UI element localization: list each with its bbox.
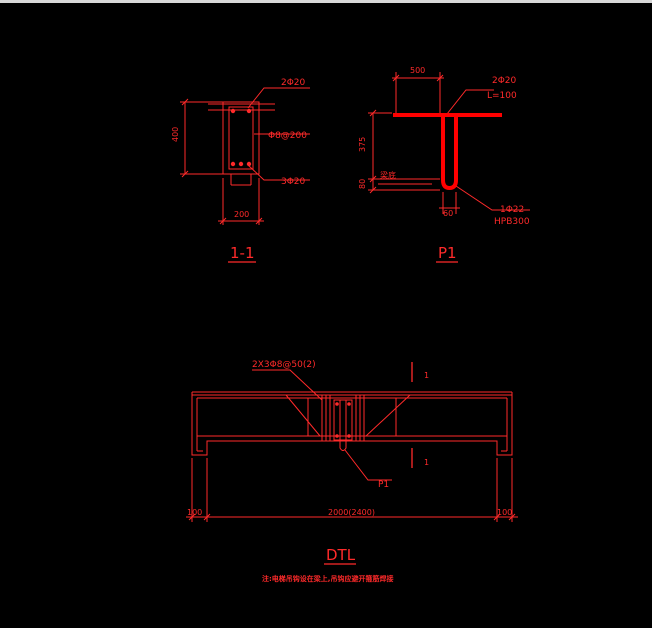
p1-loop-dim: 60 [443, 209, 453, 218]
elevation-title: DTL [326, 546, 356, 564]
section-1-1 [180, 87, 310, 263]
p1-callout-leader [344, 449, 392, 481]
section-top-bar-label: 2Φ20 [281, 78, 306, 88]
detail-p1-lines [368, 72, 530, 263]
p1-u-hook [441, 116, 458, 191]
stirrup-callout: 2X3Φ8@50(2) [252, 360, 316, 370]
p1-height-dim: 375 [358, 137, 367, 152]
top-bar-leader [247, 87, 310, 109]
right-dim: 100 [497, 508, 512, 517]
bottom-bar-leader [247, 164, 310, 181]
p1-bar-leader [446, 89, 494, 115]
left-dim: 100 [187, 508, 202, 517]
section-bottom-bar-label: 3Φ20 [281, 177, 306, 187]
p1-bar-length: L=100 [487, 91, 517, 101]
p1-width-dim: 500 [410, 66, 425, 75]
rebar-dot [246, 161, 252, 167]
p1-hook-grade-label: HPB300 [494, 217, 530, 227]
beam-elevation-outline [191, 392, 513, 456]
rebar-dot [230, 108, 236, 114]
p1-hook-bar-label: 1Φ22 [500, 205, 524, 215]
section-title: 1-1 [230, 244, 255, 262]
rebar-dot [238, 161, 244, 167]
beam-section-outline [222, 101, 260, 175]
elevation-dtl-lines [186, 362, 518, 565]
section-stirrup-label: Φ8@200 [268, 131, 307, 141]
p1-bottom-dim: 80 [358, 179, 367, 189]
p1-bar-spec: 2Φ20 [492, 76, 517, 86]
section-height-dim: 400 [171, 127, 180, 142]
span-dim: 2000(2400) [328, 508, 375, 517]
elevation-note: 注:电梯吊钩设在梁上,吊钩应避开箍筋焊接 [262, 574, 393, 583]
p1-title: P1 [438, 244, 457, 262]
section-width-dim: 200 [234, 210, 249, 219]
stirrup-outline [228, 106, 254, 170]
p1-callout: P1 [378, 480, 389, 490]
section-mark-top: 1 [424, 371, 429, 380]
viewport-top-edge [0, 0, 652, 3]
p1-hook-leader [455, 185, 530, 211]
elevation-rebars [335, 402, 351, 438]
stirrup-callout-leader [252, 369, 323, 401]
section-rebars [230, 108, 252, 167]
rebar-dot [230, 161, 236, 167]
p1-hook-bar [393, 113, 502, 191]
p1-side-note: 梁底 [380, 170, 396, 180]
rebar-dot [246, 108, 252, 114]
section-mark-bottom: 1 [424, 458, 429, 467]
